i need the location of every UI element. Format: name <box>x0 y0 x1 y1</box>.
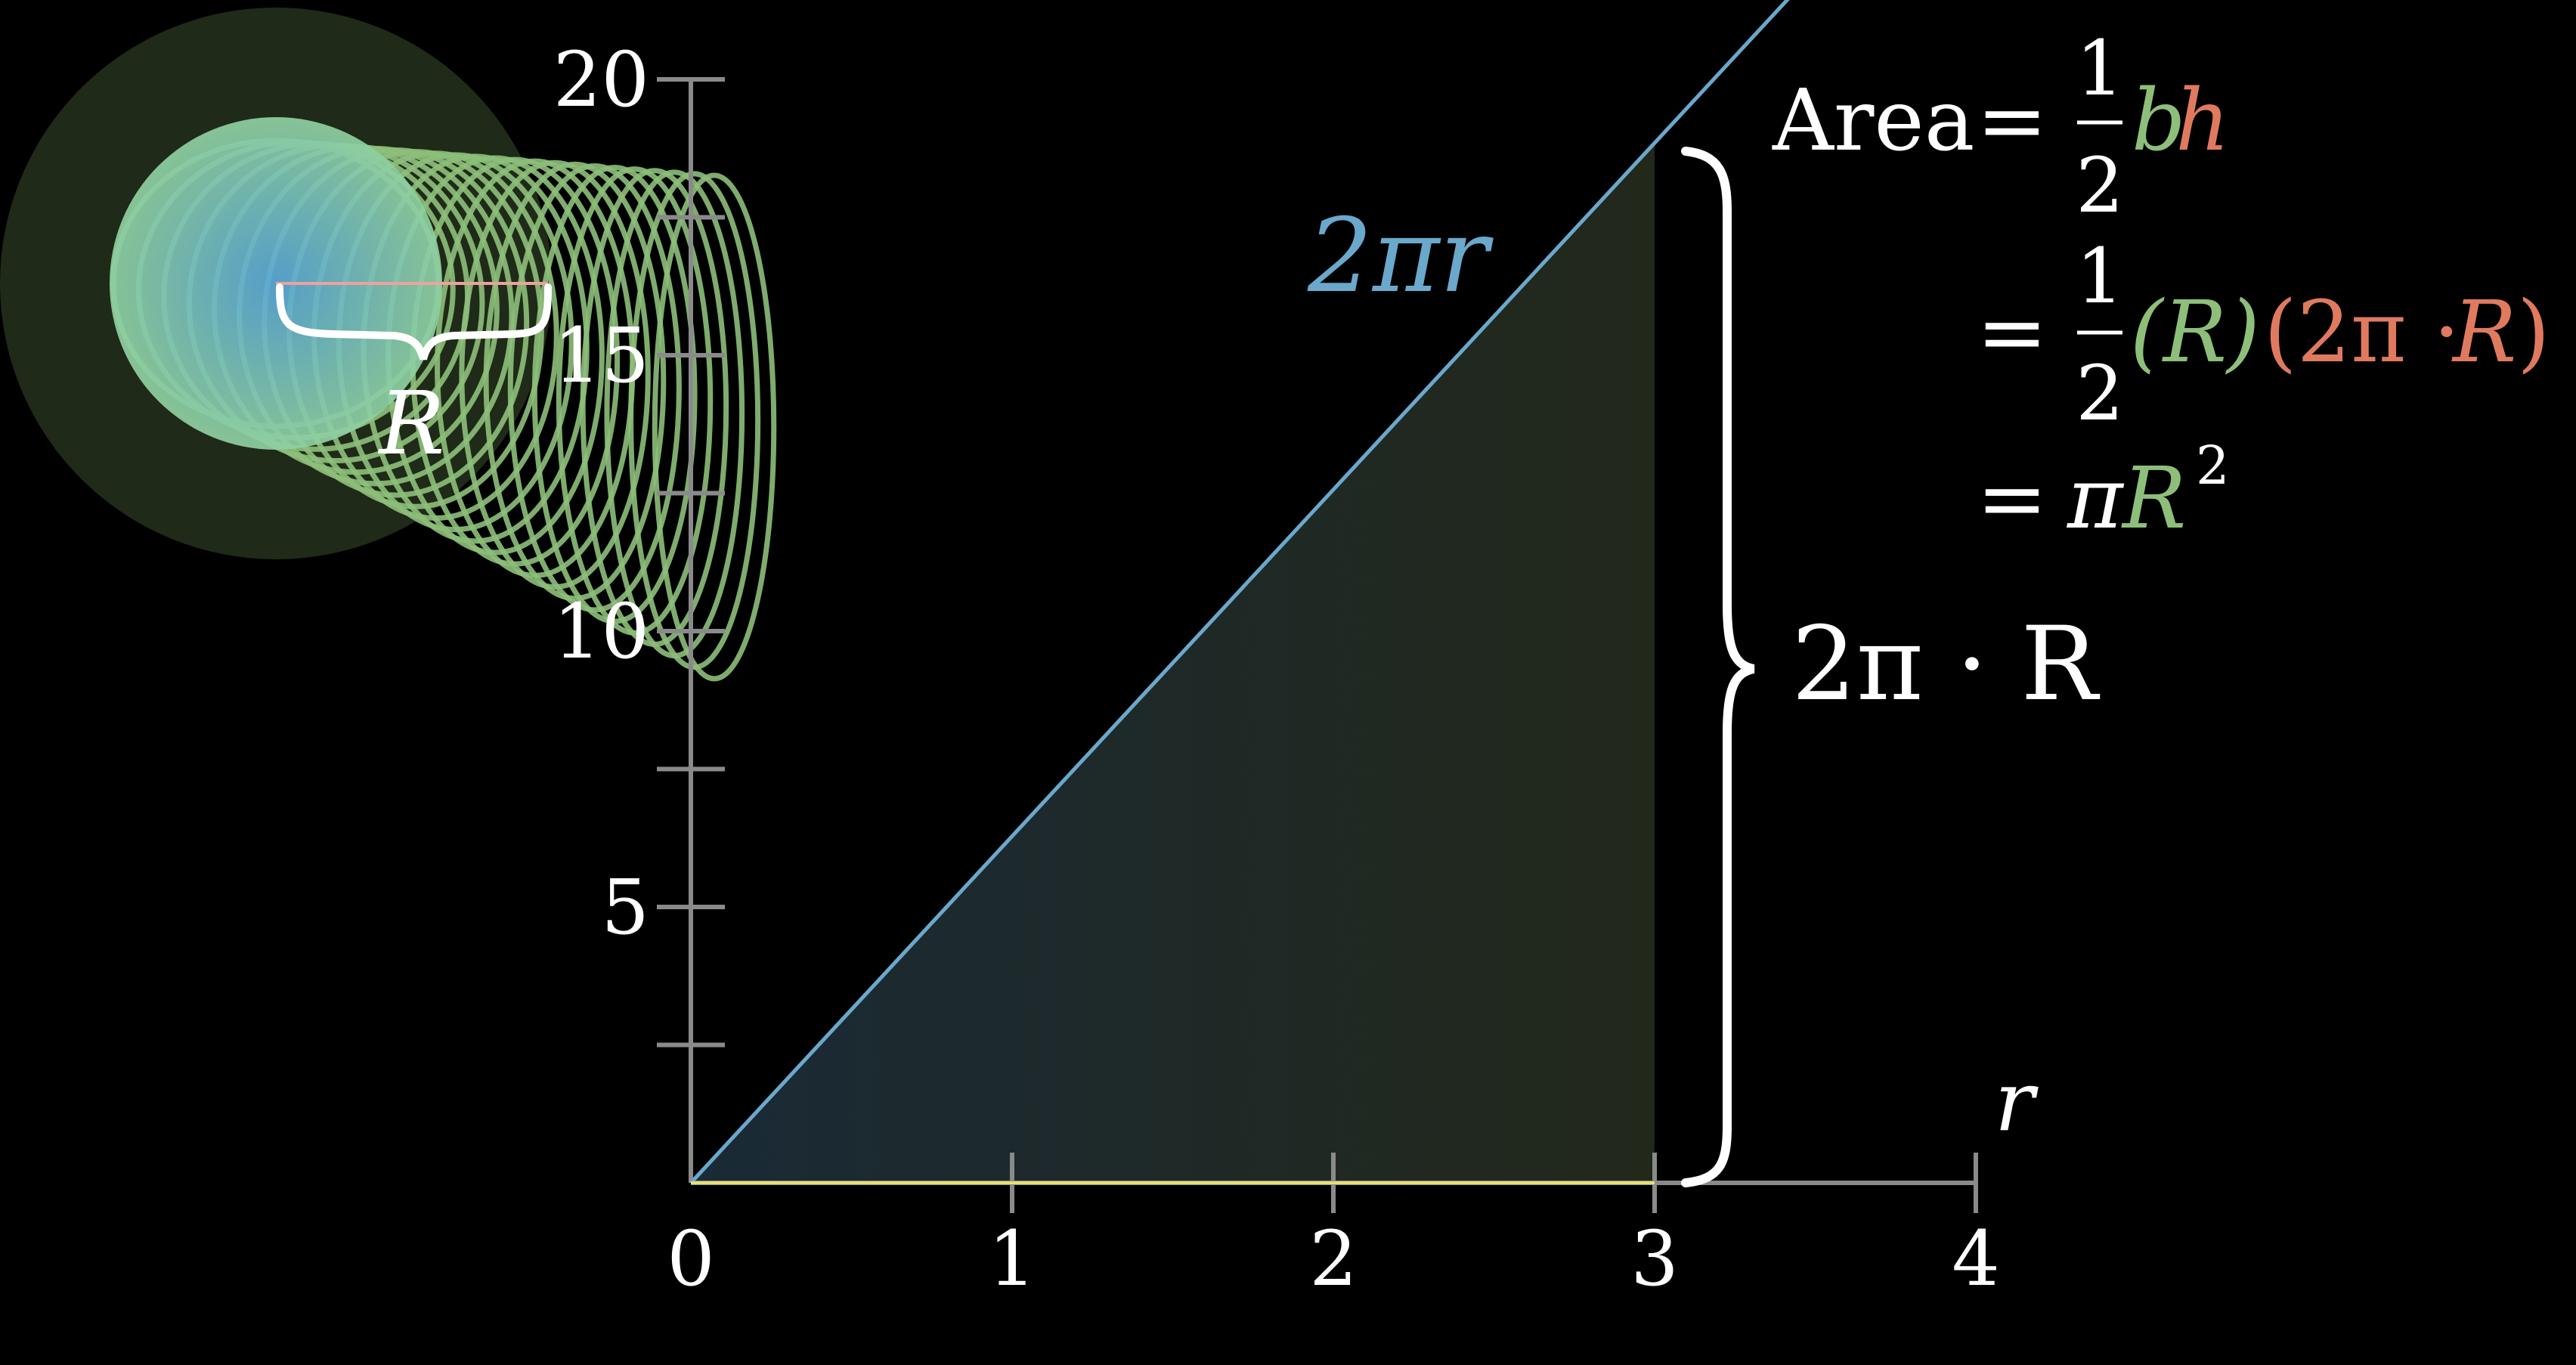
R-squared-base: R <box>2121 450 2186 548</box>
x-axis-label: r <box>1995 1053 2039 1150</box>
axes: 0 1 2 3 4 5 10 15 20 <box>553 36 2000 1303</box>
half-num-1: 1 <box>2076 24 2124 113</box>
paren-2pi-open: (2π · <box>2264 283 2460 382</box>
eq-sign-1: = <box>1977 72 2048 170</box>
ring <box>556 166 714 636</box>
y-tick-label: 5 <box>601 863 649 952</box>
var-b: b <box>2132 72 2186 170</box>
eq-sign-2: = <box>1977 283 2048 382</box>
equations: Area = 1 2 b h = 1 2 (R) (2π · R ) = π R… <box>1772 24 2550 548</box>
ring <box>604 169 745 659</box>
x-tick-label: 1 <box>988 1215 1036 1303</box>
ring <box>652 172 777 682</box>
height-brace <box>1681 147 1755 1187</box>
radius-label: R <box>378 373 445 475</box>
brace-label: 2π · R <box>1791 605 2100 723</box>
ring <box>507 162 682 613</box>
paren-R: (R) <box>2130 283 2260 382</box>
half-den-2: 2 <box>2076 349 2124 438</box>
x-tick-label: 4 <box>1952 1215 2000 1303</box>
x-tick-label: 3 <box>1630 1215 1679 1303</box>
paren-2pi-close: ) <box>2517 283 2550 382</box>
var-h: h <box>2175 72 2230 170</box>
x-tick-label: 2 <box>1309 1215 1358 1303</box>
paren-2pi-R: R <box>2451 283 2516 382</box>
area-word: Area <box>1772 72 1974 170</box>
pi-symbol: π <box>2067 450 2125 548</box>
line-2pi-r <box>689 0 1790 1184</box>
half-num-2: 1 <box>2076 232 2124 320</box>
x-tick-label: 0 <box>667 1215 715 1303</box>
radius-brace <box>276 283 552 361</box>
line-label: 2πr <box>1307 197 1494 315</box>
eq-sign-3: = <box>1977 450 2048 548</box>
y-tick-label: 20 <box>553 36 649 124</box>
ring <box>483 161 667 602</box>
R-squared-exp: 2 <box>2196 435 2230 497</box>
half-den-1: 2 <box>2076 141 2124 230</box>
y-tick-label: 15 <box>553 311 649 400</box>
y-tick-label: 10 <box>553 587 649 676</box>
